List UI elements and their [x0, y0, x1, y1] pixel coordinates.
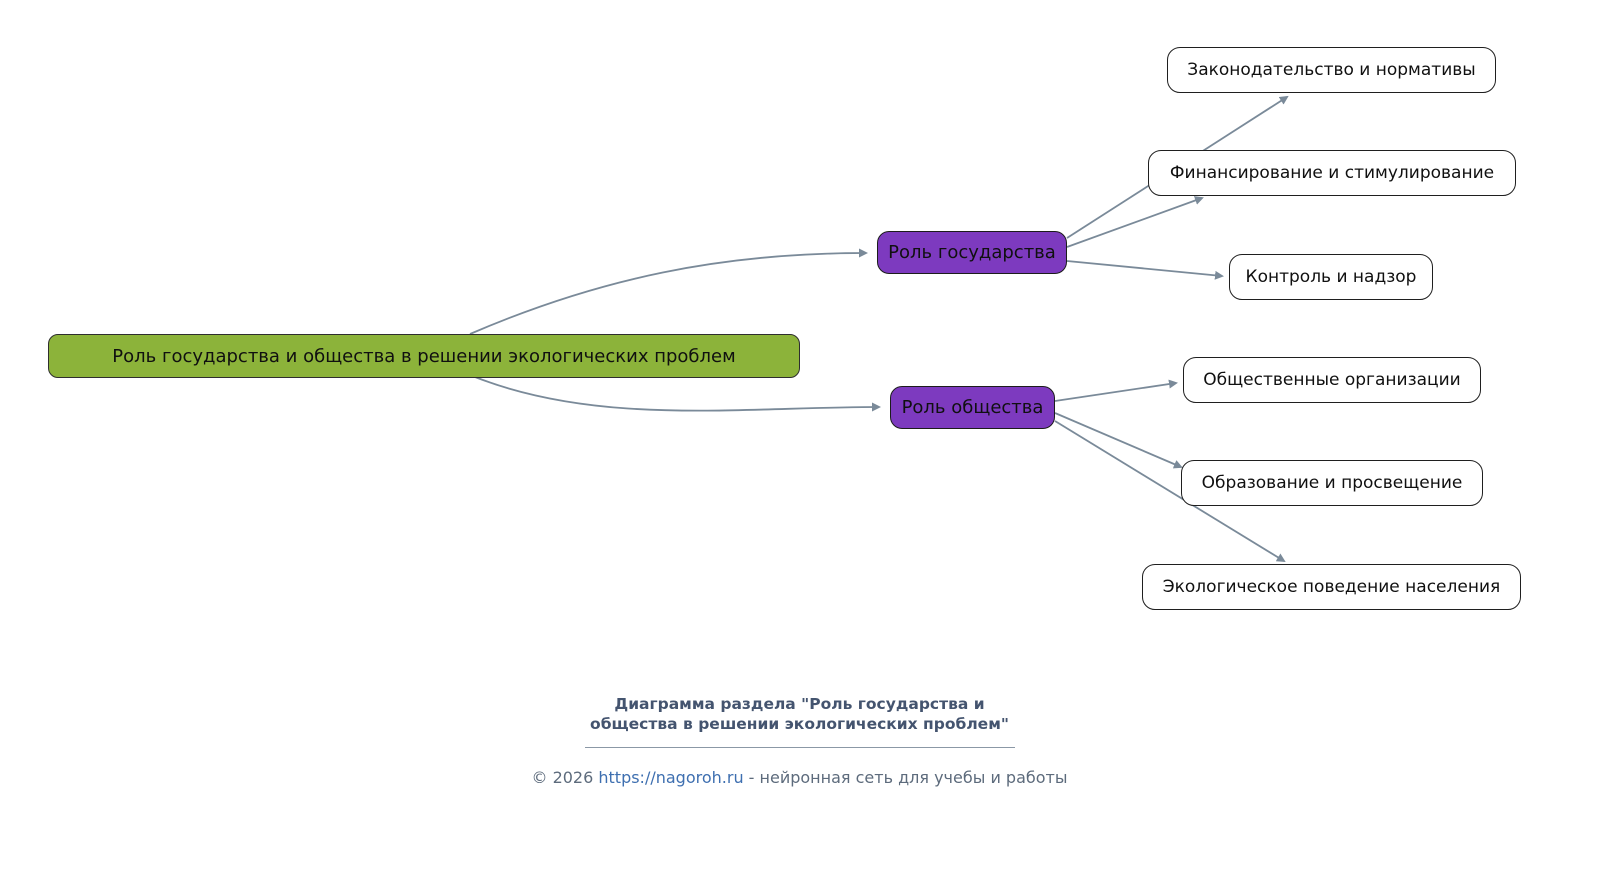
site-link[interactable]: https://nagoroh.ru — [598, 768, 744, 787]
edge-root-to-state — [469, 248, 868, 335]
node-leaf-financing: Финансирование и стимулирование — [1148, 150, 1516, 196]
node-branch-society: Роль общества — [890, 386, 1055, 429]
diagram-caption-line1: Диаграмма раздела "Роль государства и — [614, 695, 985, 713]
node-leaf-organizations-label: Общественные организации — [1203, 370, 1461, 390]
node-leaf-organizations: Общественные организации — [1183, 357, 1481, 403]
footer-divider — [585, 747, 1015, 748]
node-leaf-education-label: Образование и просвещение — [1201, 473, 1463, 493]
copyright-prefix: © 2026 — [531, 768, 599, 787]
copyright-line: © 2026 https://nagoroh.ru - нейронная се… — [0, 768, 1599, 787]
copyright-suffix: - нейронная сеть для учебы и работы — [743, 768, 1068, 787]
edge-root-to-society — [474, 376, 881, 412]
node-leaf-control: Контроль и надзор — [1229, 254, 1433, 300]
node-leaf-behavior: Экологическое поведение населения — [1142, 564, 1521, 610]
node-leaf-behavior-label: Экологическое поведение населения — [1162, 577, 1501, 597]
edge-state-to-financing — [1066, 196, 1204, 248]
edge-society-to-education — [1054, 412, 1183, 469]
node-branch-state: Роль государства — [877, 231, 1067, 274]
node-leaf-financing-label: Финансирование и стимулирование — [1169, 163, 1495, 183]
edge-society-to-behavior — [1054, 420, 1286, 563]
node-leaf-control-label: Контроль и надзор — [1245, 267, 1417, 287]
node-leaf-legislation-label: Законодательство и нормативы — [1187, 60, 1476, 80]
diagram-caption: Диаграмма раздела "Роль государства и об… — [0, 694, 1599, 734]
node-leaf-legislation: Законодательство и нормативы — [1167, 47, 1496, 93]
node-root-label: Роль государства и общества в решении эк… — [112, 345, 736, 367]
node-leaf-education: Образование и просвещение — [1181, 460, 1483, 506]
node-branch-state-label: Роль государства — [888, 242, 1056, 263]
edge-society-to-organizations — [1054, 379, 1178, 402]
node-root: Роль государства и общества в решении эк… — [48, 334, 800, 378]
diagram-caption-line2: общества в решении экологических проблем… — [590, 715, 1009, 733]
edge-state-to-control — [1066, 260, 1224, 280]
node-branch-society-label: Роль общества — [901, 397, 1044, 418]
